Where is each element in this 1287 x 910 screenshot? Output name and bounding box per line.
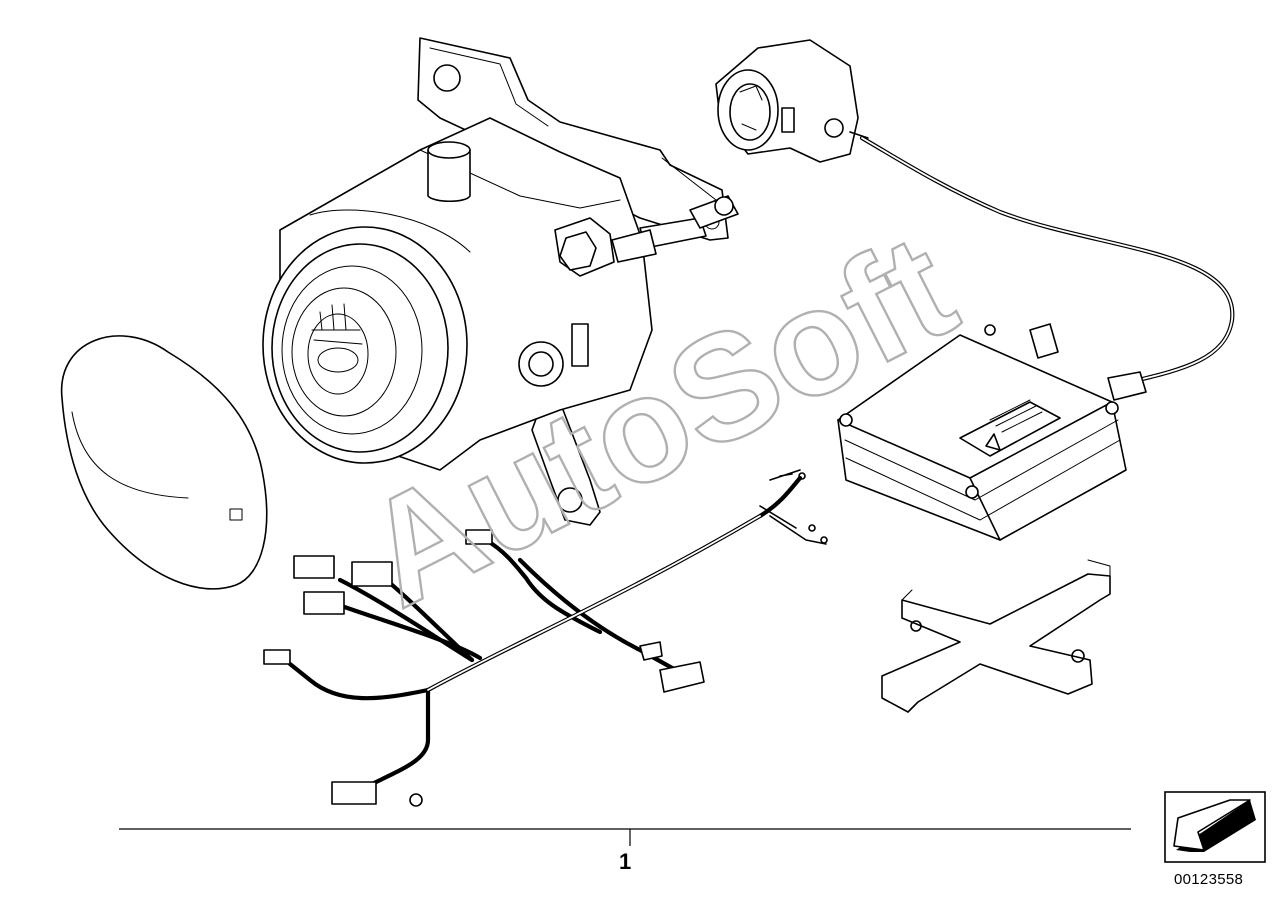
wiring-harness [263, 469, 828, 807]
socket-cable [859, 135, 1235, 401]
navigation-arrow-icon[interactable] [1164, 791, 1266, 863]
lens-cover [60, 335, 268, 590]
reference-line [119, 828, 1131, 846]
reference-number: 1 [619, 849, 632, 874]
ballast-control-unit [837, 323, 1127, 541]
lamp-socket-connector [715, 39, 869, 163]
mounting-bracket [881, 559, 1111, 713]
fog-lamp-assembly [262, 37, 739, 526]
document-number: 00123558 [1174, 871, 1244, 888]
